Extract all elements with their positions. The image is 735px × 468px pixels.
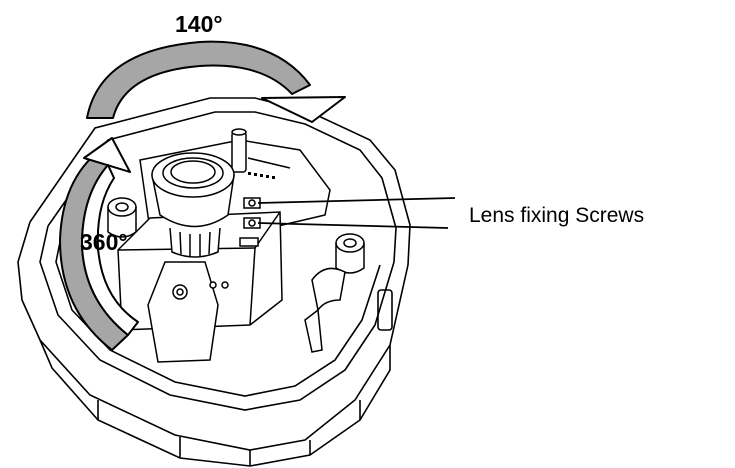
callout-lines <box>257 197 456 229</box>
camera-module <box>107 128 365 363</box>
lens-fixing-screws-label: Lens fixing Screws <box>469 204 644 227</box>
pan-angle-label: 360° <box>80 229 128 255</box>
tilt-arrow <box>86 40 346 123</box>
pan-arrow <box>59 137 139 351</box>
tilt-angle-label: 140° <box>175 11 223 37</box>
camera-housing <box>17 97 411 467</box>
connector-pins <box>248 172 275 179</box>
